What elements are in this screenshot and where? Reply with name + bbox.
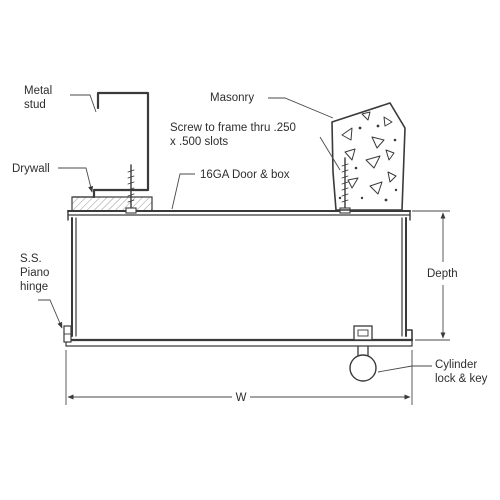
depth-dimension [412,210,450,341]
width-dimension [65,350,413,405]
label-piano-hinge-line3: hinge [20,281,48,293]
label-cylinder-lock-line1: Cylinder [435,359,477,371]
label-depth: Depth [427,268,458,280]
label-metal-stud-line2: stud [24,99,46,111]
label-piano-hinge-line2: Piano [20,267,49,279]
leader-lines [38,94,432,373]
label-screw-note-line2: x .500 slots [170,136,228,148]
cylinder-lock [349,325,377,382]
drywall-panel [71,196,153,212]
label-masonry: Masonry [210,92,254,104]
masonry-block [331,102,406,211]
piano-hinge [63,325,72,343]
label-metal-stud-line1: Metal [24,85,52,97]
label-screw-note-line1: Screw to frame thru .250 [170,122,296,134]
metal-stud [72,91,150,199]
screw-left [125,164,137,214]
screw-right [339,157,351,214]
label-drywall: Drywall [12,163,50,175]
label-width: W [236,392,247,404]
label-piano-hinge-line1: S.S. [20,253,42,265]
label-cylinder-lock-line2: lock & key [435,373,488,385]
door-box [71,217,407,337]
door-frame-flange [67,210,411,221]
label-door-box: 16GA Door & box [200,169,290,181]
